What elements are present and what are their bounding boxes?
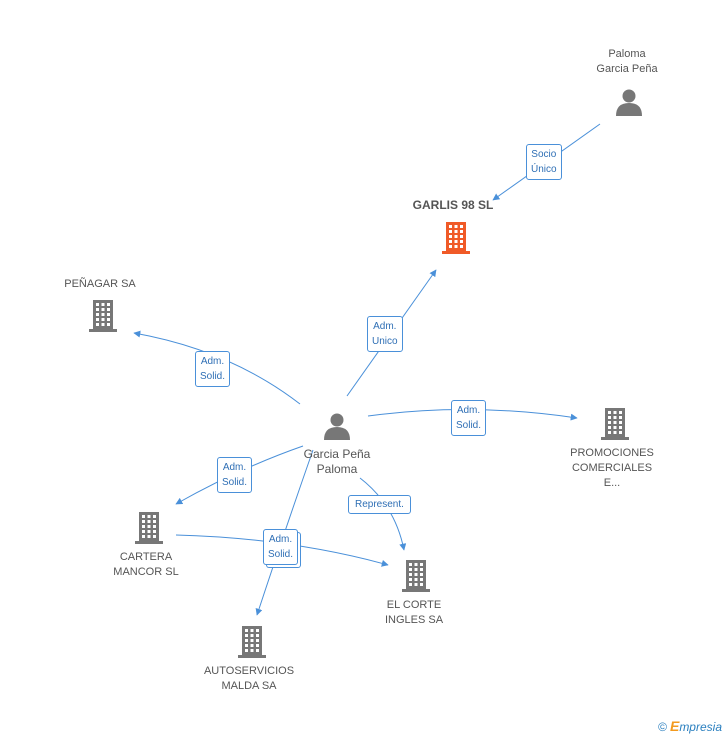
node-elcorte-line2: INGLES SA bbox=[384, 614, 444, 626]
edge-label-line2: Solid. bbox=[456, 420, 482, 431]
node-center-line2: Paloma bbox=[316, 462, 358, 476]
edge-label-line1: Adm. bbox=[268, 534, 293, 545]
brand-logo-initial: E bbox=[669, 718, 680, 734]
node-promociones-line1: PROMOCIONES bbox=[570, 447, 654, 459]
node-promociones-label[interactable]: PROMOCIONES COMERCIALES E... bbox=[562, 446, 662, 491]
person-icon bbox=[324, 413, 350, 440]
building-icon[interactable] bbox=[134, 512, 164, 544]
copyright-icon: © bbox=[658, 720, 667, 734]
edge-label-adm-unico[interactable]: Adm. Unico bbox=[367, 316, 403, 352]
edge-label-line2: Solid. bbox=[200, 371, 226, 382]
edge-label-adm-solid-multi[interactable]: Adm. Solid. bbox=[263, 529, 299, 565]
footer-brand[interactable]: ©Empresia bbox=[658, 718, 722, 734]
edge-label-line1: Represent. bbox=[355, 499, 404, 510]
building-icon[interactable] bbox=[237, 626, 267, 658]
edge-label-adm-solid-cartera[interactable]: Adm. Solid. bbox=[217, 457, 253, 493]
node-promociones-line3: E... bbox=[603, 477, 621, 489]
node-cartera-line1: CARTERA bbox=[119, 551, 173, 563]
edge-label-represent[interactable]: Represent. bbox=[348, 495, 411, 514]
node-autoservicios-line2: MALDA SA bbox=[221, 680, 277, 692]
edge-label-line2: Único bbox=[531, 164, 557, 175]
building-icon[interactable] bbox=[441, 222, 471, 254]
node-paloma-line1: Paloma bbox=[608, 48, 646, 60]
node-elcorte-line1: EL CORTE bbox=[386, 599, 442, 611]
edge-label-line1: Socio bbox=[531, 149, 557, 160]
node-paloma-line2: Garcia Peña bbox=[596, 63, 658, 75]
edge-label-line2: Solid. bbox=[268, 549, 294, 560]
node-autoservicios-label[interactable]: AUTOSERVICIOS MALDA SA bbox=[199, 664, 299, 694]
edge-label-line2: Unico bbox=[372, 336, 398, 347]
node-garlis-label[interactable]: GARLIS 98 SL bbox=[412, 198, 494, 212]
edge-label-line1: Adm. bbox=[373, 321, 397, 332]
edge-label-line1: Adm. bbox=[200, 356, 225, 367]
node-cartera-line2: MANCOR SL bbox=[113, 566, 179, 578]
building-icon[interactable] bbox=[401, 560, 431, 592]
brand-logo-text: mpresia bbox=[679, 720, 722, 734]
building-icon[interactable] bbox=[88, 300, 118, 332]
node-promociones-line2: COMERCIALES bbox=[571, 462, 653, 474]
edge-label-line1: Adm. bbox=[222, 462, 247, 473]
node-center-label[interactable]: Garcia Peña Paloma bbox=[287, 447, 387, 477]
edge-center-elcorte bbox=[359, 477, 407, 551]
node-center-line1: Garcia Peña bbox=[303, 447, 371, 461]
edge-label-line2: Solid. bbox=[222, 477, 248, 488]
node-paloma-label[interactable]: Paloma Garcia Peña bbox=[582, 47, 672, 77]
node-elcorte-label[interactable]: EL CORTE INGLES SA bbox=[364, 598, 464, 628]
node-autoservicios-line1: AUTOSERVICIOS bbox=[203, 665, 295, 677]
edge-label-adm-solid-penagar[interactable]: Adm. Solid. bbox=[195, 351, 231, 387]
edge-label-socio-unico[interactable]: Socio Único bbox=[526, 144, 562, 180]
node-penagar-label[interactable]: PEÑAGAR SA bbox=[64, 278, 136, 290]
node-cartera-label[interactable]: CARTERA MANCOR SL bbox=[96, 550, 196, 580]
person-icon bbox=[616, 89, 642, 116]
building-icon[interactable] bbox=[600, 408, 630, 440]
edge-label-adm-solid-promociones[interactable]: Adm. Solid. bbox=[451, 400, 487, 436]
edge-label-line1: Adm. bbox=[456, 405, 481, 416]
